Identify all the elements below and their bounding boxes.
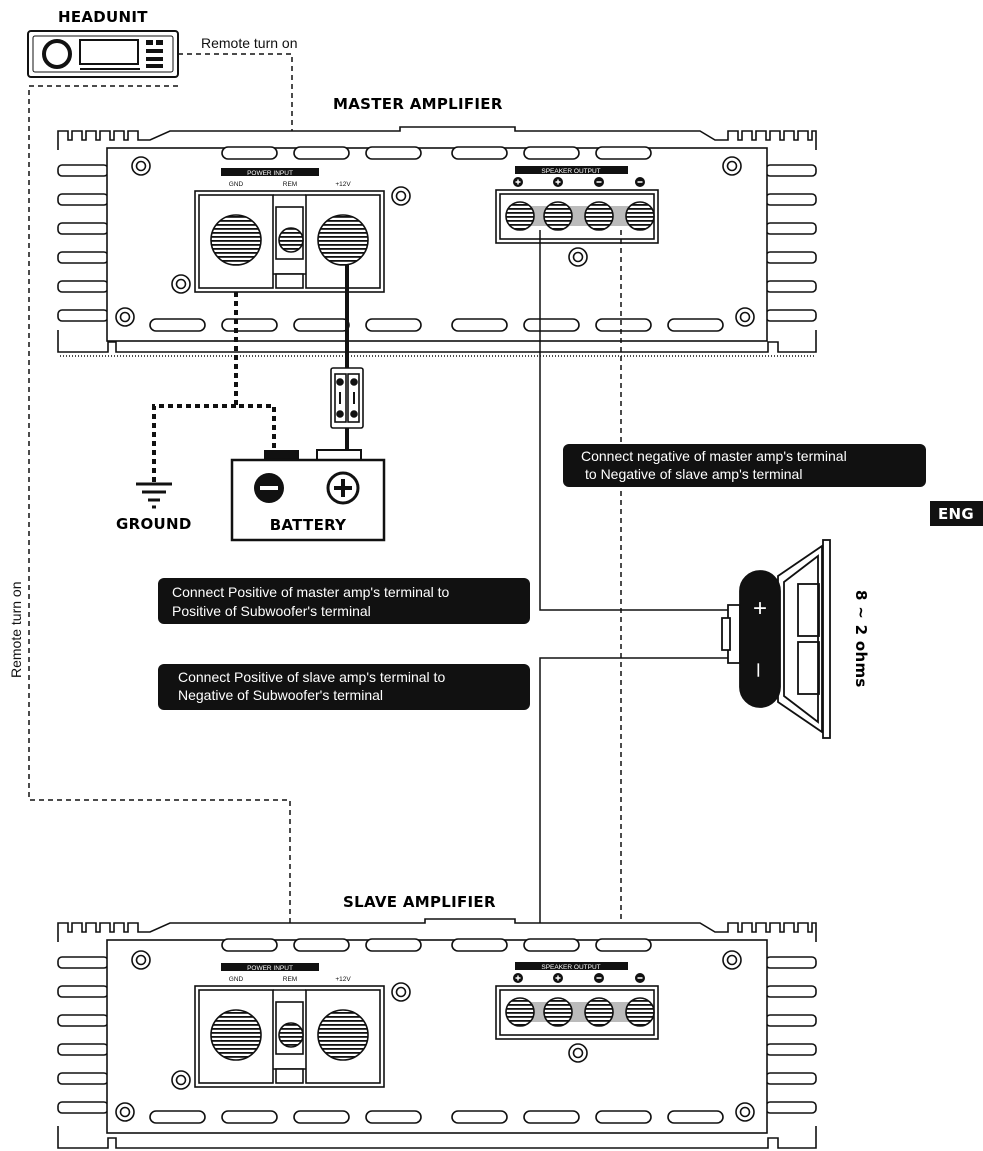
battery-icon [230,449,386,542]
slave-output-polarity-icons [513,973,645,983]
callout-positive-slave: Connect Positive of slave amp's terminal… [158,664,530,710]
remote-side-label: Remote turn on [8,582,24,679]
subwoofer-icon [721,539,831,739]
headunit-icon [27,30,179,78]
fuse-holder-icon [330,367,364,429]
master-speaker-output-label: SPEAKER OUTPUT [541,168,600,175]
speaker-plus-label: + [753,595,767,622]
callout-pos-slave-line2: Negative of Subwoofer's terminal [178,687,383,703]
slave-power-input-panel-bg [221,963,319,971]
speaker-minus-label: – [746,663,773,677]
master-gnd-label: GND [229,181,244,188]
slave-speaker-output-panel-bg [515,962,628,970]
callout-negative-master: Connect negative of master amp's termina… [563,444,926,487]
slave-gnd-label: GND [229,976,244,983]
master-12v-label: +12V [335,181,351,188]
callout-neg-line2: to Negative of slave amp's terminal [585,466,802,482]
slave-rem-label: REM [283,976,297,983]
impedance-label: 8 ~ 2 ohms [852,590,870,688]
callout-pos-slave-line1: Connect Positive of slave amp's terminal… [178,669,445,685]
ground-label: GROUND [116,515,192,533]
power-input-panel-bg [221,168,319,176]
callout-neg-line1: Connect negative of master amp's termina… [581,448,847,464]
headunit-label: HEADUNIT [58,8,148,26]
eng-badge-label: ENG [938,505,974,523]
slave-power-input-label: POWER INPUT [247,965,293,972]
ground-wire [152,292,276,482]
master-amp-label: MASTER AMPLIFIER [333,95,503,113]
ground-icon [136,482,172,509]
master-power-input-label: POWER INPUT [247,170,293,177]
master-amplifier [57,126,817,357]
remote-wire [28,53,293,1032]
callout-pos-master-line1: Connect Positive of master amp's termina… [172,584,450,600]
speaker-wires [539,230,728,1014]
speaker-output-panel-bg [515,166,628,174]
remote-top-label: Remote turn on [201,35,298,51]
eng-badge [930,501,983,526]
slave-amplifier [57,918,817,1149]
master-output-polarity-icons [513,177,645,187]
callout-pos-master-line2: Positive of Subwoofer's terminal [172,603,371,619]
callout-positive-master: Connect Positive of master amp's termina… [158,578,530,624]
slave-12v-label: +12V [335,976,351,983]
slave-speaker-output-label: SPEAKER OUTPUT [541,964,600,971]
master-rem-label: REM [283,181,297,188]
battery-label: BATTERY [270,516,347,534]
slave-amp-label: SLAVE AMPLIFIER [343,893,496,911]
